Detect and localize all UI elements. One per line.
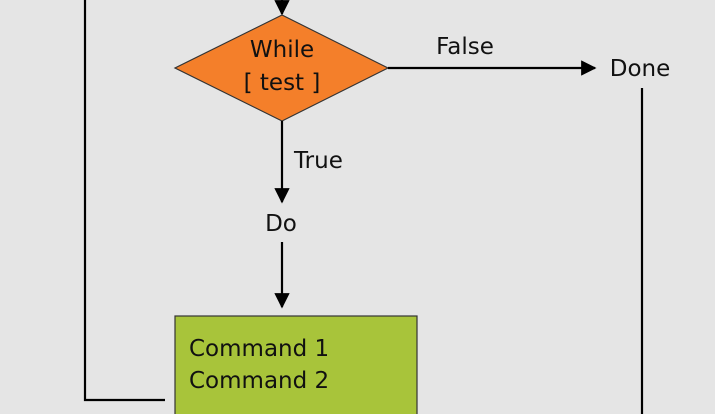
do-label: Do [265, 211, 297, 237]
command-1-label: Command 1 [189, 336, 329, 362]
command-2-label: Command 2 [189, 368, 329, 394]
loop-back-line [83, 0, 165, 402]
true-label: True [293, 148, 343, 174]
command-block [174, 315, 418, 414]
false-label: False [436, 34, 494, 60]
decision-label-while: While [250, 37, 314, 63]
done-label: Done [610, 56, 671, 82]
decision-diamond [173, 14, 390, 122]
decision-label-test: [ test ] [244, 70, 321, 96]
